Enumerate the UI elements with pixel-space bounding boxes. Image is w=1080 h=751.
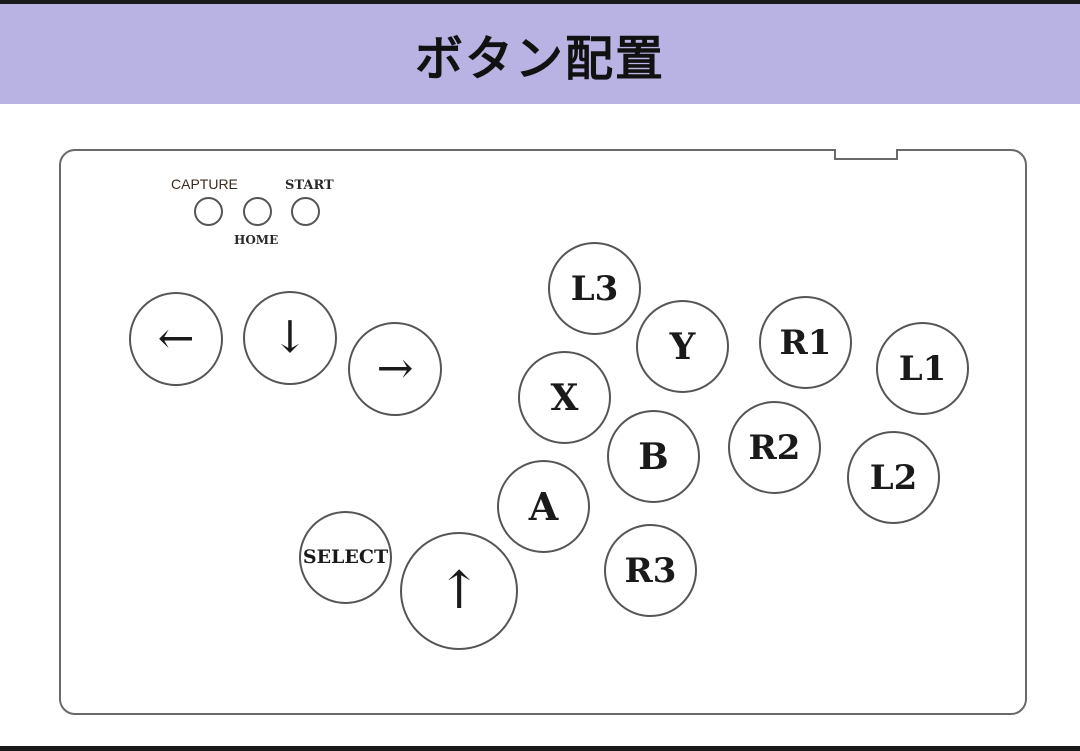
l1-button[interactable]: L1	[876, 322, 969, 415]
capture-button[interactable]	[194, 197, 223, 226]
a-label: A	[528, 483, 559, 529]
right-button[interactable]: →	[348, 322, 442, 416]
start-button[interactable]	[291, 197, 320, 226]
x-label: X	[550, 376, 579, 419]
header-banner: ボタン配置	[0, 4, 1080, 104]
r2-label: R2	[748, 427, 801, 468]
b-label: B	[638, 435, 669, 478]
x-button[interactable]: X	[518, 351, 611, 444]
left-arrow-icon: ←	[157, 313, 195, 364]
select-button[interactable]: SELECT	[299, 511, 392, 604]
capture-label: CAPTURE	[171, 176, 238, 192]
home-label: HOME	[234, 233, 279, 247]
select-label: SELECT	[302, 546, 389, 568]
bottom-border	[0, 746, 1080, 751]
start-label: START	[285, 178, 334, 193]
l1-label: L1	[898, 348, 947, 389]
l2-button[interactable]: L2	[847, 431, 940, 524]
home-button[interactable]	[243, 197, 272, 226]
l2-label: L2	[869, 457, 918, 498]
l3-label: L3	[570, 268, 619, 309]
r1-button[interactable]: R1	[759, 296, 852, 389]
down-button[interactable]: ↓	[243, 291, 337, 385]
page-title: ボタン配置	[414, 31, 665, 87]
y-button[interactable]: Y	[636, 300, 729, 393]
r1-label: R1	[779, 322, 832, 363]
b-button[interactable]: B	[607, 410, 700, 503]
up-button[interactable]: ↑	[400, 532, 518, 650]
right-arrow-icon: →	[376, 343, 414, 394]
controller-top-tab	[834, 149, 898, 160]
y-label: Y	[669, 325, 696, 368]
a-button[interactable]: A	[497, 460, 590, 553]
r2-button[interactable]: R2	[728, 401, 821, 494]
left-button[interactable]: ←	[129, 292, 223, 386]
top-border	[0, 0, 1080, 4]
l3-button[interactable]: L3	[548, 242, 641, 335]
up-arrow-icon: ↑	[437, 561, 481, 621]
r3-label: R3	[624, 550, 677, 591]
down-arrow-icon: ↓	[271, 312, 309, 363]
r3-button[interactable]: R3	[604, 524, 697, 617]
